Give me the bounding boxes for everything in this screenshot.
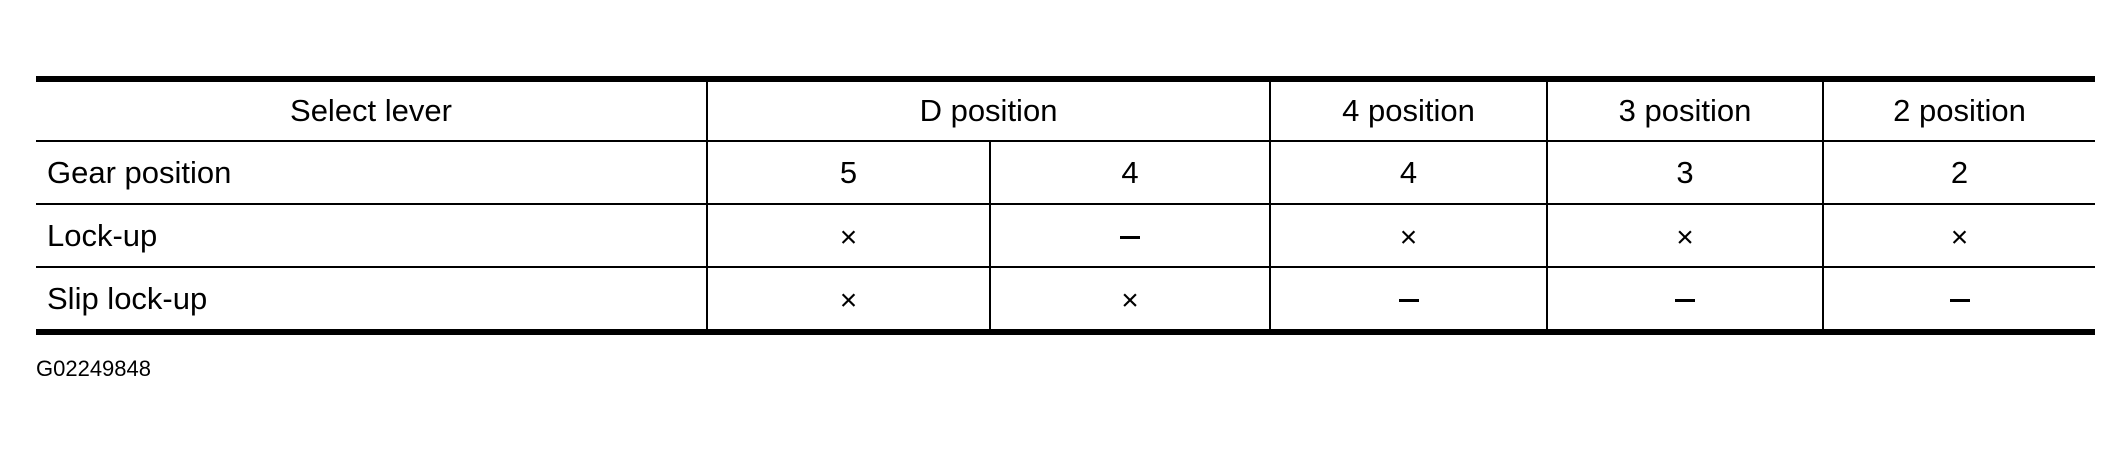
header-d-position: D position: [705, 79, 1271, 142]
x-mark-icon: ×: [839, 220, 858, 254]
cell-mark: ×: [706, 267, 990, 332]
row-label: Lock-up: [36, 204, 707, 268]
cell-value: 4: [1269, 141, 1548, 205]
lockup-operation-table: Select lever D position 4 position 3 pos…: [36, 76, 2096, 335]
cell-mark: [988, 204, 1271, 268]
table-row-slip-lock-up: Slip lock-up × ×: [36, 267, 2096, 332]
dash-mark-icon: [1120, 235, 1140, 239]
header-select-lever: Select lever: [36, 79, 707, 142]
header-2-position: 2 position: [1822, 79, 2096, 142]
x-mark-icon: ×: [1121, 283, 1139, 317]
x-mark-icon: ×: [1950, 220, 1969, 254]
x-mark-icon: ×: [1399, 220, 1418, 254]
cell-mark: ×: [1269, 204, 1548, 268]
header-4-position: 4 position: [1269, 79, 1548, 142]
header-row: Select lever D position 4 position 3 pos…: [36, 79, 2096, 142]
table-row-gear-position: Gear position 5 4 4 3 2: [36, 141, 2096, 205]
cell-value: 5: [706, 141, 990, 205]
dash-mark-icon: [1949, 298, 1970, 302]
x-mark-icon: ×: [839, 283, 858, 317]
cell-value: 3: [1546, 141, 1824, 205]
cell-mark: [1546, 267, 1824, 332]
table-row-lock-up: Lock-up × × × ×: [36, 204, 2096, 268]
cell-mark: ×: [1822, 204, 2096, 268]
cell-mark: [1269, 267, 1548, 332]
cell-mark: [1822, 267, 2096, 332]
cell-mark: ×: [1546, 204, 1824, 268]
header-3-position: 3 position: [1546, 79, 1824, 142]
cell-mark: ×: [706, 204, 990, 268]
row-label: Slip lock-up: [47, 280, 208, 316]
dash-mark-icon: [1398, 298, 1419, 302]
figure-id: G02249848: [36, 356, 151, 381]
x-mark-icon: ×: [1676, 220, 1694, 254]
cell-value: 2: [1822, 141, 2096, 205]
cell-value: 4: [988, 141, 1271, 205]
dash-mark-icon: [1675, 298, 1696, 302]
cell-mark: ×: [988, 267, 1271, 332]
row-label: Gear position: [36, 141, 707, 205]
lockup-table-container: Select lever D position 4 position 3 pos…: [36, 76, 2096, 335]
